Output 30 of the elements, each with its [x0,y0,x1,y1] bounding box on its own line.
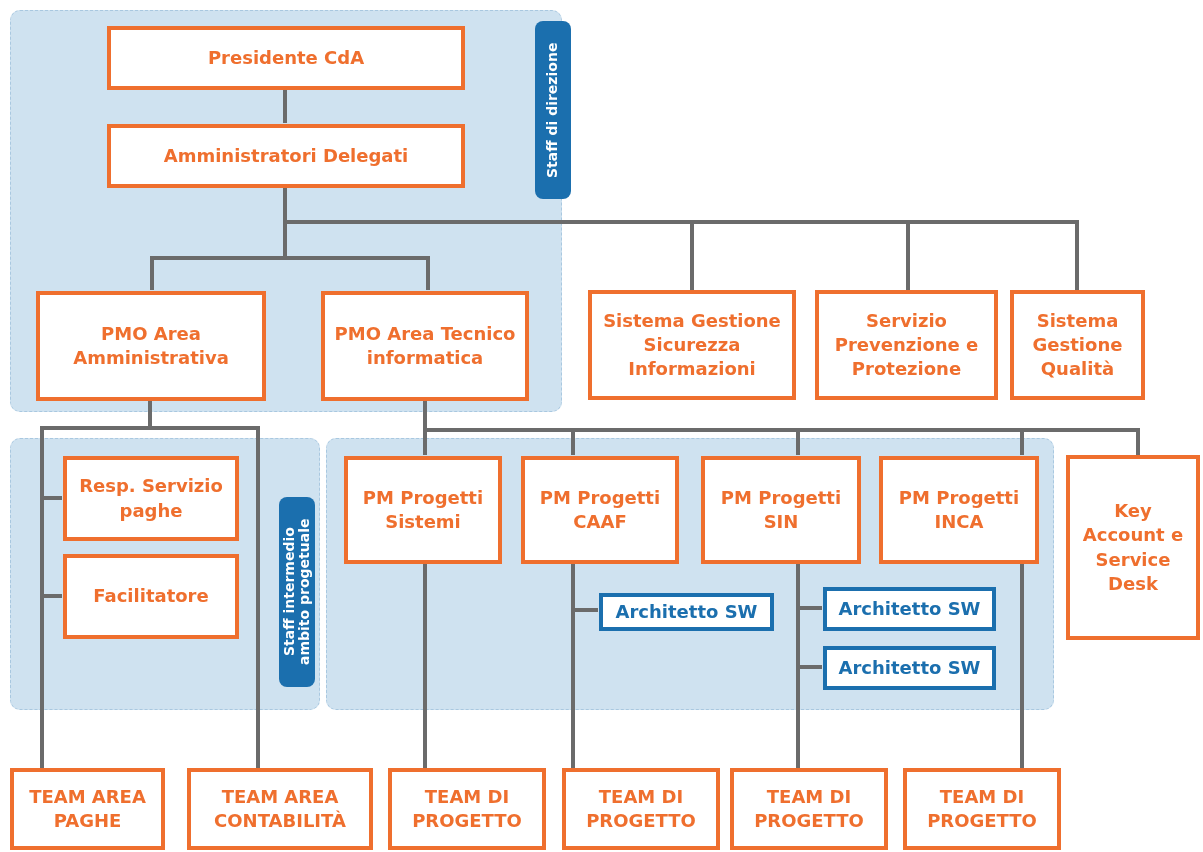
role-box: Architetto SW [823,587,996,631]
band-title: Staff di direzione [535,21,571,199]
role-box: Architetto SW [823,646,996,690]
shaded-band [326,438,1054,710]
org-unit-box: TEAM AREA PAGHE [10,768,165,850]
org-unit-box: PMO Area Amministrativa [36,291,266,401]
connector-line [423,563,427,768]
org-unit-box: TEAM DI PROGETTO [730,768,888,850]
org-unit-box: PMO Area Tecnico informatica [321,291,529,401]
org-unit-box: Sistema Gestione Sicurezza Informazioni [588,290,796,400]
band-title: Staff intermedio ambito progetuale [279,497,315,687]
org-unit-box: TEAM AREA CONTABILITÀ [187,768,373,850]
org-unit-box: Key Account e Service Desk [1066,455,1200,640]
org-unit-box: TEAM DI PROGETTO [903,768,1061,850]
org-unit-box: Amministratori Delegati [107,124,465,188]
connector-line [283,89,287,123]
connector-line [1020,563,1024,768]
org-unit-box: PM Progetti SIN [701,456,861,564]
org-unit-box: PM Progetti INCA [879,456,1039,564]
shaded-band [10,438,320,710]
org-unit-box: Resp. Servizio paghe [63,456,239,541]
org-unit-box: TEAM DI PROGETTO [388,768,546,850]
org-unit-box: PM Progetti CAAF [521,456,679,564]
org-unit-box: Facilitatore [63,554,239,639]
org-unit-box: Presidente CdA [107,26,465,90]
org-unit-box: Sistema Gestione Qualità [1010,290,1145,400]
role-box: Architetto SW [599,593,774,631]
org-unit-box: PM Progetti Sistemi [344,456,502,564]
org-unit-box: Servizio Prevenzione e Protezione [815,290,998,400]
org-unit-box: TEAM DI PROGETTO [562,768,720,850]
